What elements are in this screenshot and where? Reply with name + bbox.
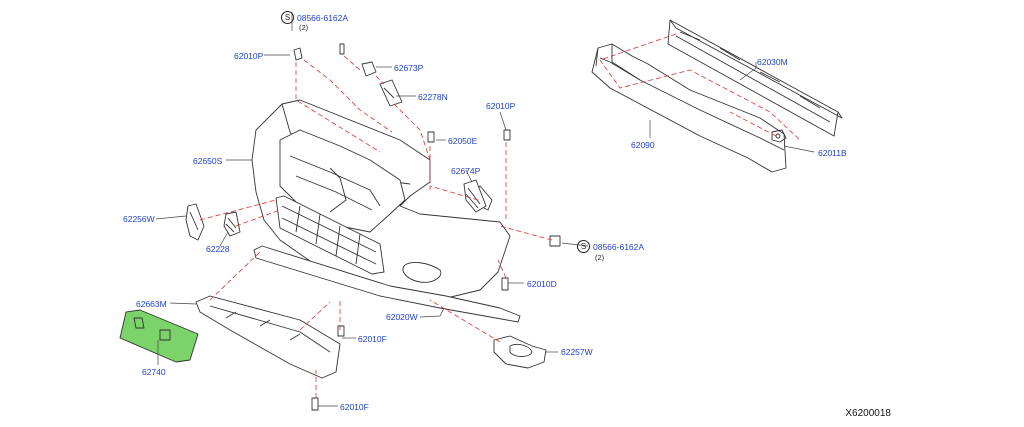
part-label-62011b[interactable]: 62011B bbox=[818, 148, 847, 158]
quantity-label: (2) bbox=[595, 253, 605, 262]
quantity-label: (2) bbox=[299, 23, 309, 32]
diagram-code: X6200018 bbox=[845, 408, 891, 419]
part-label-62257w[interactable]: 62257W bbox=[561, 347, 593, 357]
part-label-62020w[interactable]: 62020W bbox=[386, 312, 418, 322]
absorber-62090 bbox=[591, 43, 787, 173]
s-circle-icon: S bbox=[281, 11, 294, 24]
bracket-62740 bbox=[119, 309, 199, 363]
part-label-62010d[interactable]: 62010D bbox=[527, 279, 557, 289]
reinforcement-62030m bbox=[667, 19, 843, 137]
undercover-62663m bbox=[195, 295, 341, 379]
part-label-08566-6162a-right[interactable]: 08566-6162A bbox=[593, 242, 645, 252]
part-label-62663m[interactable]: 62663M bbox=[136, 299, 167, 309]
s-circle-icon: S bbox=[577, 240, 590, 253]
cover-62228 bbox=[223, 211, 241, 237]
fog-cover-62257w bbox=[493, 335, 547, 369]
assembly-lines bbox=[199, 33, 801, 398]
part-label-62050e[interactable]: 62050E bbox=[448, 136, 478, 146]
molding-62020w bbox=[253, 245, 521, 323]
part-label-62228[interactable]: 62228 bbox=[206, 244, 230, 254]
part-label-62674p[interactable]: 62674P bbox=[451, 166, 481, 176]
part-label-62030m[interactable]: 62030M bbox=[757, 57, 788, 67]
bracket-62256w bbox=[185, 203, 205, 241]
bracket-62278n bbox=[379, 79, 403, 107]
part-label-62278n[interactable]: 62278N bbox=[418, 92, 448, 102]
part-label-62010f-mid[interactable]: 62010F bbox=[358, 334, 387, 344]
part-label-62740[interactable]: 62740 bbox=[142, 367, 166, 377]
part-label-62090[interactable]: 62090 bbox=[631, 140, 655, 150]
part-label-62010p-mid[interactable]: 62010P bbox=[486, 101, 516, 111]
bumper-fascia-62650s bbox=[251, 99, 511, 303]
part-label-62650s[interactable]: 62650S bbox=[193, 156, 223, 166]
part-label-62673p[interactable]: 62673P bbox=[394, 63, 424, 73]
clip-62673p bbox=[361, 61, 377, 77]
part-label-08566-6162a-top[interactable]: 08566-6162A bbox=[297, 13, 349, 23]
grille-62674p bbox=[463, 179, 487, 213]
part-label-62010p-left[interactable]: 62010P bbox=[234, 51, 264, 61]
part-label-62010f-bottom[interactable]: 62010F bbox=[340, 402, 369, 412]
part-label-62256w[interactable]: 62256W bbox=[123, 214, 155, 224]
